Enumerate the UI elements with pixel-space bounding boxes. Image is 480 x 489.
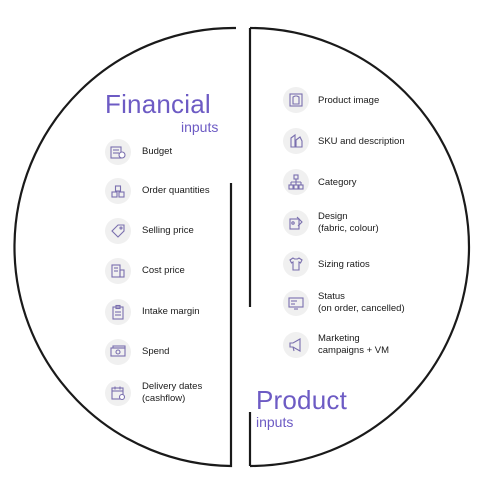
clipboard-icon — [105, 299, 131, 325]
financial-item-label: Selling price — [142, 225, 194, 236]
financial-subtitle: inputs — [181, 119, 219, 135]
price-tag-icon — [105, 218, 131, 244]
megaphone-icon — [283, 332, 309, 358]
product-half-outline — [249, 26, 471, 468]
product-subtitle: inputs — [256, 414, 294, 430]
design-line: Design — [318, 211, 348, 222]
product-image-icon — [283, 87, 309, 113]
product-item-label: Marketing campaigns + VM — [318, 333, 389, 356]
product-title: Product — [256, 385, 348, 415]
tshirt-icon — [283, 251, 309, 277]
financial-item-label: Cost price — [142, 265, 185, 276]
product-item-label: SKU and description — [318, 136, 405, 147]
financial-title: Financial — [105, 89, 211, 119]
product-item-label: Product image — [318, 95, 380, 106]
sku-tags-icon — [283, 128, 309, 154]
financial-item-label: Order quantities — [142, 185, 210, 196]
order-quantities-icon — [105, 178, 131, 204]
financial-item-label: Delivery dates (cashflow) — [142, 381, 202, 404]
financial-item-label: Intake margin — [142, 306, 200, 317]
cost-price-icon — [105, 258, 131, 284]
financial-half-outline — [13, 26, 237, 468]
banknote-icon — [105, 339, 131, 365]
budget-icon — [105, 139, 131, 165]
status-note: (on order, cancelled) — [318, 302, 405, 314]
product-item-label: Status (on order, cancelled) — [318, 291, 405, 314]
status-monitor-icon — [283, 290, 309, 316]
category-hierarchy-icon — [283, 169, 309, 195]
design-swatch-icon — [283, 210, 309, 236]
product-item-label: Sizing ratios — [318, 259, 370, 270]
delivery-dates-line: Delivery dates — [142, 381, 203, 392]
status-line: Status — [318, 291, 345, 302]
marketing-note: campaigns + VM — [318, 344, 390, 356]
product-item-label: Design (fabric, colour) — [318, 211, 379, 234]
design-note: (fabric, colour) — [318, 222, 379, 234]
marketing-line: Marketing — [318, 333, 360, 344]
financial-item-label: Spend — [142, 346, 170, 357]
delivery-dates-note: (cashflow) — [142, 392, 186, 404]
product-item-label: Category — [318, 177, 357, 188]
financial-item-label: Budget — [142, 146, 173, 157]
calendar-icon — [105, 380, 131, 406]
